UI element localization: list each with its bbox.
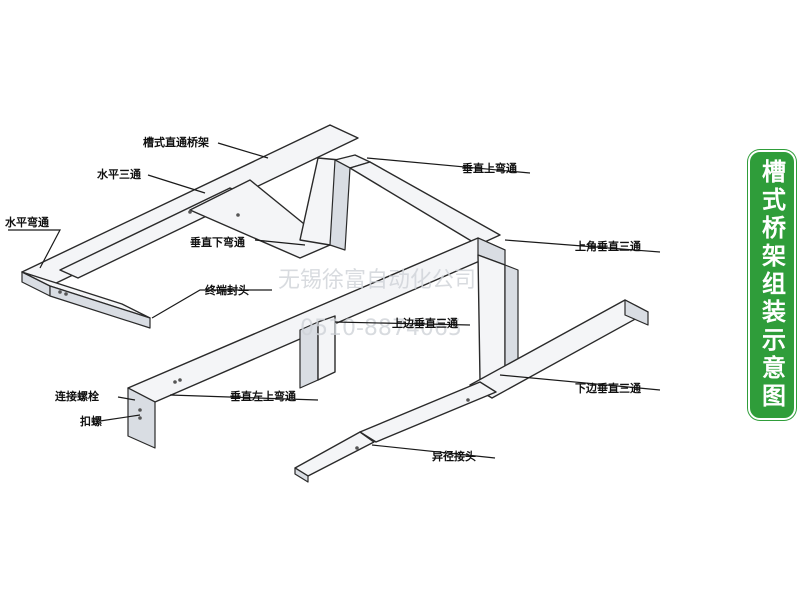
- horizontal-elbow-part: [21, 271, 151, 329]
- main-straight-tray: [127, 237, 506, 449]
- label-reducer: 异径接头: [432, 449, 476, 463]
- vertical-up-elbow-part: [329, 154, 501, 251]
- title-badge: 槽式桥架组装示意图: [748, 150, 796, 420]
- watermark-phone: 0510-8874065: [300, 316, 462, 341]
- leader-connecting-bolt: [117, 396, 136, 401]
- label-vertical-up-elbow: 垂直上弯通: [462, 161, 517, 175]
- leader-reducer: [371, 444, 496, 459]
- leader-vertical-up-elbow: [366, 157, 531, 174]
- leader-horizontal-elbow: [8, 229, 61, 269]
- label-horizontal-elbow: 水平弯通: [5, 215, 49, 229]
- label-horizontal-tee: 水平三通: [97, 167, 141, 181]
- label-buckle-screw: 扣螺: [80, 414, 102, 428]
- label-upper-corner-vertical-tee: 上角垂直三通: [575, 239, 641, 253]
- label-straight-tray: 槽式直通桥架: [143, 135, 209, 149]
- leader-upper-corner-vertical-tee: [504, 239, 661, 253]
- watermark-company: 无锡徐富自动化公司: [278, 268, 476, 293]
- leader-buckle-screw: [99, 414, 141, 422]
- upper-corner-vertical-tee-part: [477, 254, 519, 381]
- label-upper-edge-vertical-tee: 上边垂直三通: [392, 316, 458, 330]
- leader-vertical-down-elbow: [254, 239, 306, 246]
- leader-horizontal-tee: [147, 174, 206, 194]
- label-end-cap: 终端封头: [205, 283, 249, 297]
- lower-straight-tray: [294, 299, 649, 483]
- diagram-title: 槽式桥架组装示意图: [757, 159, 786, 411]
- leader-straight-tray: [217, 142, 269, 159]
- leader-upper-edge-vertical-tee: [334, 321, 471, 326]
- label-vertical-down-elbow: 垂直下弯通: [190, 235, 245, 249]
- horizontal-tee-part: [188, 157, 341, 259]
- label-connecting-bolt: 连接螺栓: [55, 389, 99, 403]
- label-vertical-left-up-elbow: 垂直左上弯通: [230, 389, 296, 403]
- upper-edge-vertical-tee-part: [299, 315, 336, 389]
- leader-vertical-left-up-elbow: [169, 394, 319, 401]
- leader-lower-edge-vertical-tee: [499, 374, 661, 391]
- leader-end-cap: [151, 289, 272, 319]
- label-lower-edge-vertical-tee: 下边垂直三通: [575, 381, 641, 395]
